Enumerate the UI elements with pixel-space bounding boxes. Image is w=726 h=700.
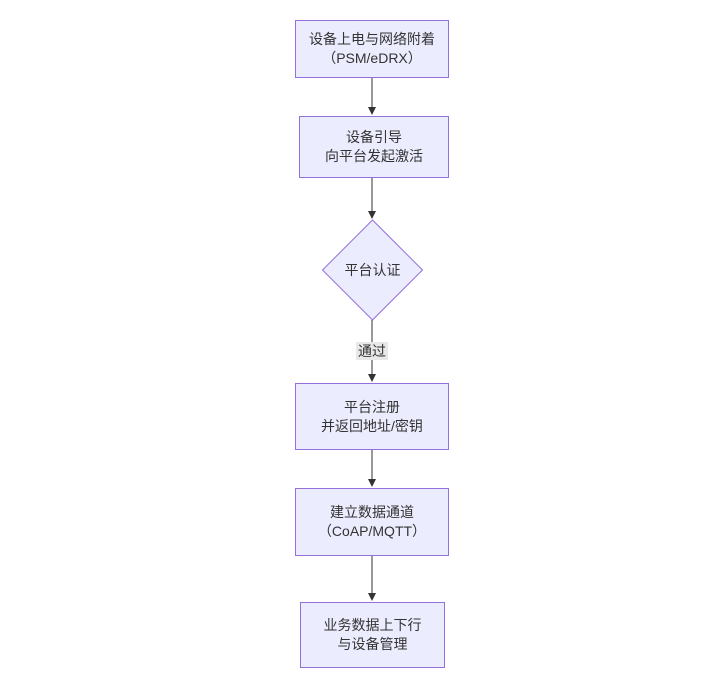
node-text-line: （PSM/eDRX） (322, 50, 422, 66)
arrowhead-d-e (368, 479, 376, 487)
node-platform-register-return-key: 平台注册 并返回地址/密钥 (295, 383, 449, 450)
node-text-line: 与设备管理 (337, 636, 408, 652)
node-text-line: 向平台发起激活 (325, 148, 423, 164)
node-text-line: 设备引导 (346, 129, 402, 145)
node-text-line: 建立数据通道 (330, 504, 414, 520)
node-text-line: 平台注册 (344, 398, 400, 415)
node-platform-auth-label: 平台认证 (344, 262, 401, 278)
arrowhead-a-b (368, 107, 376, 115)
node-establish-data-channel: 建立数据通道 （CoAP/MQTT） (295, 488, 449, 556)
arrowhead-e-f (368, 593, 376, 601)
arrowhead-b-c (368, 211, 376, 219)
node-text-line: （CoAP/MQTT） (317, 523, 427, 539)
node-text-line: 并返回地址/密钥 (321, 417, 423, 434)
node-device-bootstrap-activate: 设备引导 向平台发起激活 (299, 116, 449, 178)
node-device-power-network-attach: 设备上电与网络附着 （PSM/eDRX） (295, 20, 449, 78)
node-text-line: 设备上电与网络附着 (309, 31, 435, 47)
edge-label-pass: 通过 (356, 342, 388, 360)
node-text-line: 业务数据上下行 (323, 617, 422, 633)
node-business-data-device-mgmt: 业务数据上下行 与设备管理 (300, 602, 445, 668)
arrowhead-c-d (368, 374, 376, 382)
